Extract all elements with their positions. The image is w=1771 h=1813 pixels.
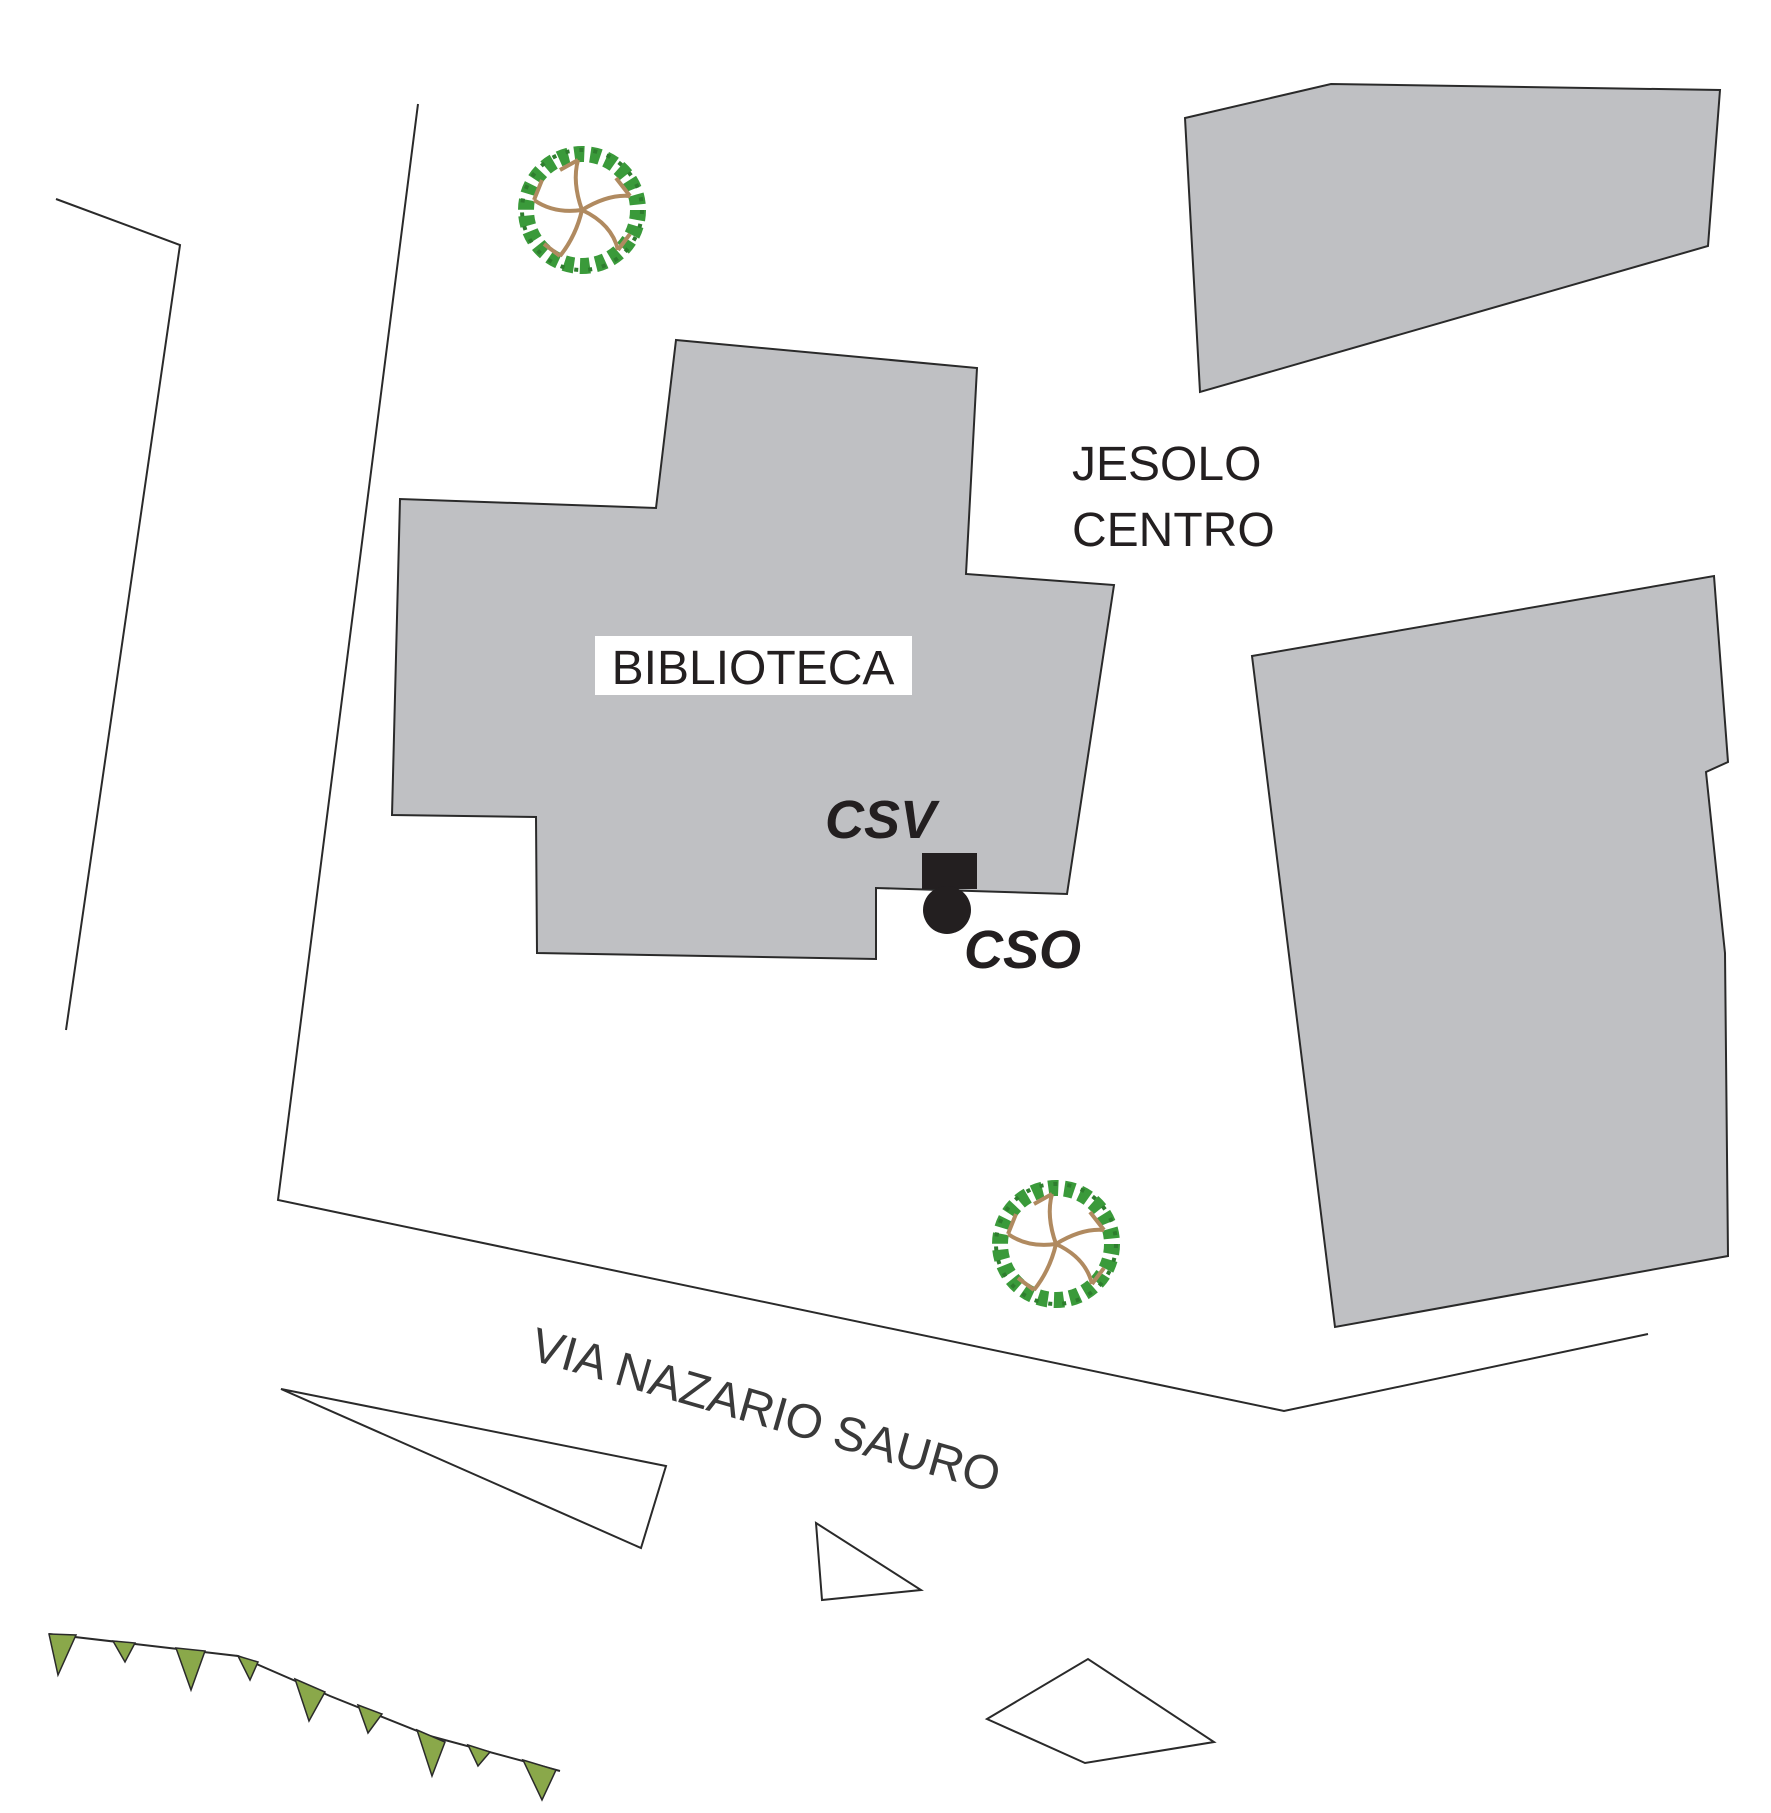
parcel-triangle-left [280,1388,668,1550]
building-top-right [1183,82,1722,394]
marker-circle-label: CSO [964,920,1081,980]
tree-icon [518,146,646,274]
library-label: BIBLIOTECA [612,642,895,695]
hedge-teeth [48,1633,558,1802]
hedge-icon [48,1633,561,1802]
district-label-line1: JESOLO [1072,438,1261,491]
district-label-line2: CENTRO [1072,504,1275,557]
minor-parcels [280,1388,1217,1765]
marker-square-label: CSV [825,790,940,850]
parcel-diamond [984,1657,1217,1765]
marker-square [922,853,977,889]
marker-circle [923,886,971,934]
far-left-boundary [55,198,182,1031]
library-label-background [595,636,912,695]
tree-icon [992,1180,1120,1308]
parcel-boundary [276,103,1649,1413]
street-lines [55,103,1649,1413]
parcel-triangle-small [814,1521,924,1602]
buildings [390,82,1730,1329]
building-right [1250,574,1730,1329]
